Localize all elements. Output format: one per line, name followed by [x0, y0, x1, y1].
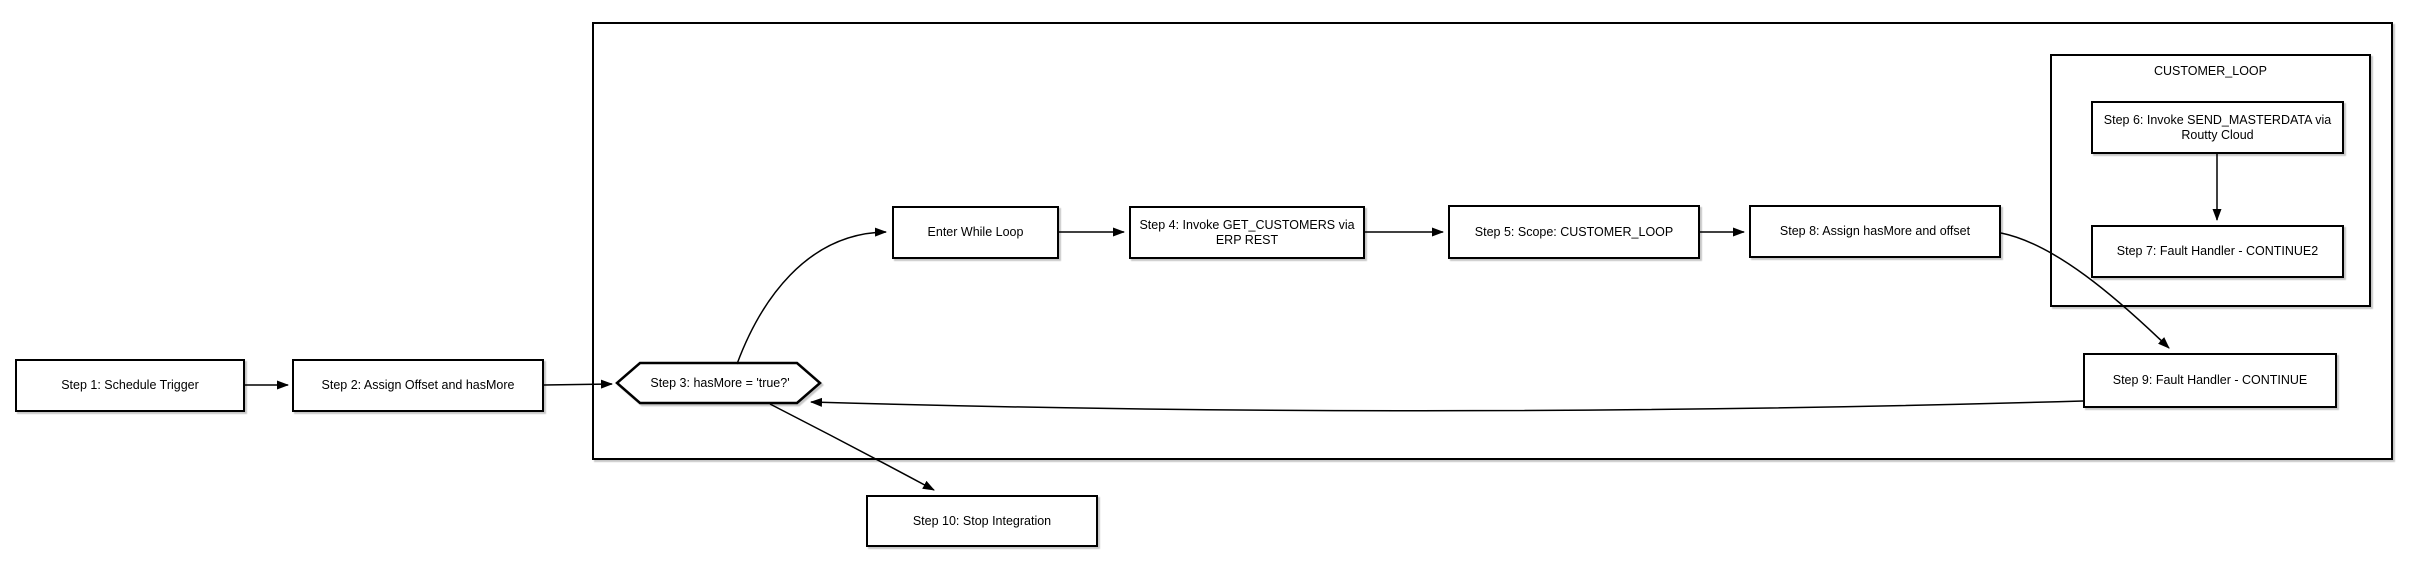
edge-step3-step10 — [769, 403, 935, 491]
edge-step3-enter-while-loop — [736, 227, 887, 365]
node-step8: Step 8: Assign hasMore and offset — [1749, 205, 2001, 258]
edge-step2-step3 — [543, 379, 613, 389]
node-step10: Step 10: Stop Integration — [866, 495, 1098, 547]
node-step7: Step 7: Fault Handler - CONTINUE2 — [2091, 225, 2344, 278]
node-step2: Step 2: Assign Offset and hasMore — [292, 359, 544, 412]
node-enter-while-loop: Enter While Loop — [892, 206, 1059, 259]
customer-loop-title: CUSTOMER_LOOP — [2154, 64, 2267, 78]
edge-step9-step3 — [810, 397, 2084, 412]
node-step1: Step 1: Schedule Trigger — [15, 359, 245, 412]
node-step4: Step 4: Invoke GET_CUSTOMERS via ERP RES… — [1129, 206, 1365, 259]
node-step9: Step 9: Fault Handler - CONTINUE — [2083, 353, 2337, 408]
node-step3-label: Step 3: hasMore = 'true?' — [650, 375, 790, 390]
while-loop-container — [592, 22, 2393, 460]
customer-loop-container: CUSTOMER_LOOP — [2050, 54, 2371, 307]
edge-step8-step9 — [2000, 232, 2170, 349]
node-step6: Step 6: Invoke SEND_MASTERDATA via Routt… — [2091, 101, 2344, 154]
decision-step3-shape — [615, 361, 822, 405]
node-step5: Step 5: Scope: CUSTOMER_LOOP — [1448, 205, 1700, 259]
